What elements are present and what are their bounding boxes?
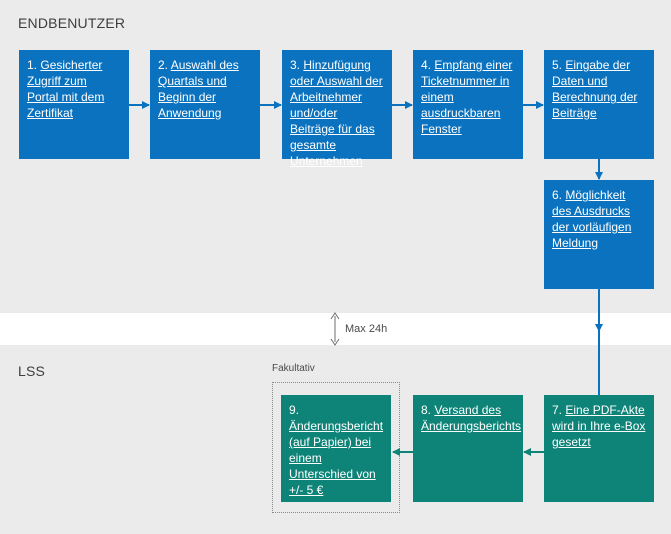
step-5-box[interactable]: 5. Eingabe der Daten und Berechnung der … <box>544 50 654 159</box>
duration-label: Max 24h <box>345 323 388 335</box>
step-link[interactable]: Eingabe der Daten und Berechnung der Bei… <box>552 58 638 120</box>
step-link[interactable]: Eine PDF-Akte wird in Ihre e-Box gesetzt <box>552 403 646 449</box>
step-3-box[interactable]: 3. Hinzufügung oder Auswahl der Arbeitne… <box>282 50 392 168</box>
step-number: 8. <box>421 403 432 417</box>
step-6-box[interactable]: 6. Möglichkeit des Ausdrucks der vorläuf… <box>544 180 654 289</box>
step-number: 6. <box>552 188 563 202</box>
section-label-endbenutzer: ENDBENUTZER <box>18 15 126 31</box>
step-8-box[interactable]: 8. Versand des Änderungsberichts <box>413 395 523 502</box>
step-1-box[interactable]: 1. Gesicherter Zugriff zum Portal mit de… <box>19 50 129 159</box>
step-link[interactable]: Auswahl des Quartals und Beginn der Anwe… <box>158 58 239 120</box>
step-link[interactable]: Änderungsbericht (auf Papier) bei einem … <box>289 419 384 497</box>
step-link[interactable]: Möglichkeit des Ausdrucks der vorläufige… <box>552 188 632 250</box>
step-number: 1. <box>27 58 38 72</box>
step-number: 2. <box>158 58 169 72</box>
step-4-box[interactable]: 4. Empfang einer Ticketnummer in einem a… <box>413 50 523 159</box>
step-link[interactable]: Hinzufügung oder Auswahl der Arbeitnehme… <box>290 58 383 168</box>
step-link[interactable]: Versand des Änderungsberichts <box>421 403 522 433</box>
duration-double-arrow <box>330 312 340 346</box>
step-link[interactable]: Gesicherter Zugriff zum Portal mit dem Z… <box>27 58 105 120</box>
optional-frame <box>272 382 400 513</box>
step-number: 5. <box>552 58 563 72</box>
optional-label: Fakultativ <box>272 363 315 374</box>
step-number: 7. <box>552 403 563 417</box>
step-number: 9. <box>289 403 300 417</box>
step-7-box[interactable]: 7. Eine PDF-Akte wird in Ihre e-Box gese… <box>544 395 654 502</box>
step-link[interactable]: Empfang einer Ticketnummer in einem ausd… <box>421 58 513 136</box>
step-number: 3. <box>290 58 301 72</box>
step-9-box[interactable]: 9. Änderungsbericht (auf Papier) bei ein… <box>281 395 391 502</box>
section-label-lss: LSS <box>18 363 46 379</box>
step-number: 4. <box>421 58 432 72</box>
step-2-box[interactable]: 2. Auswahl des Quartals und Beginn der A… <box>150 50 260 159</box>
